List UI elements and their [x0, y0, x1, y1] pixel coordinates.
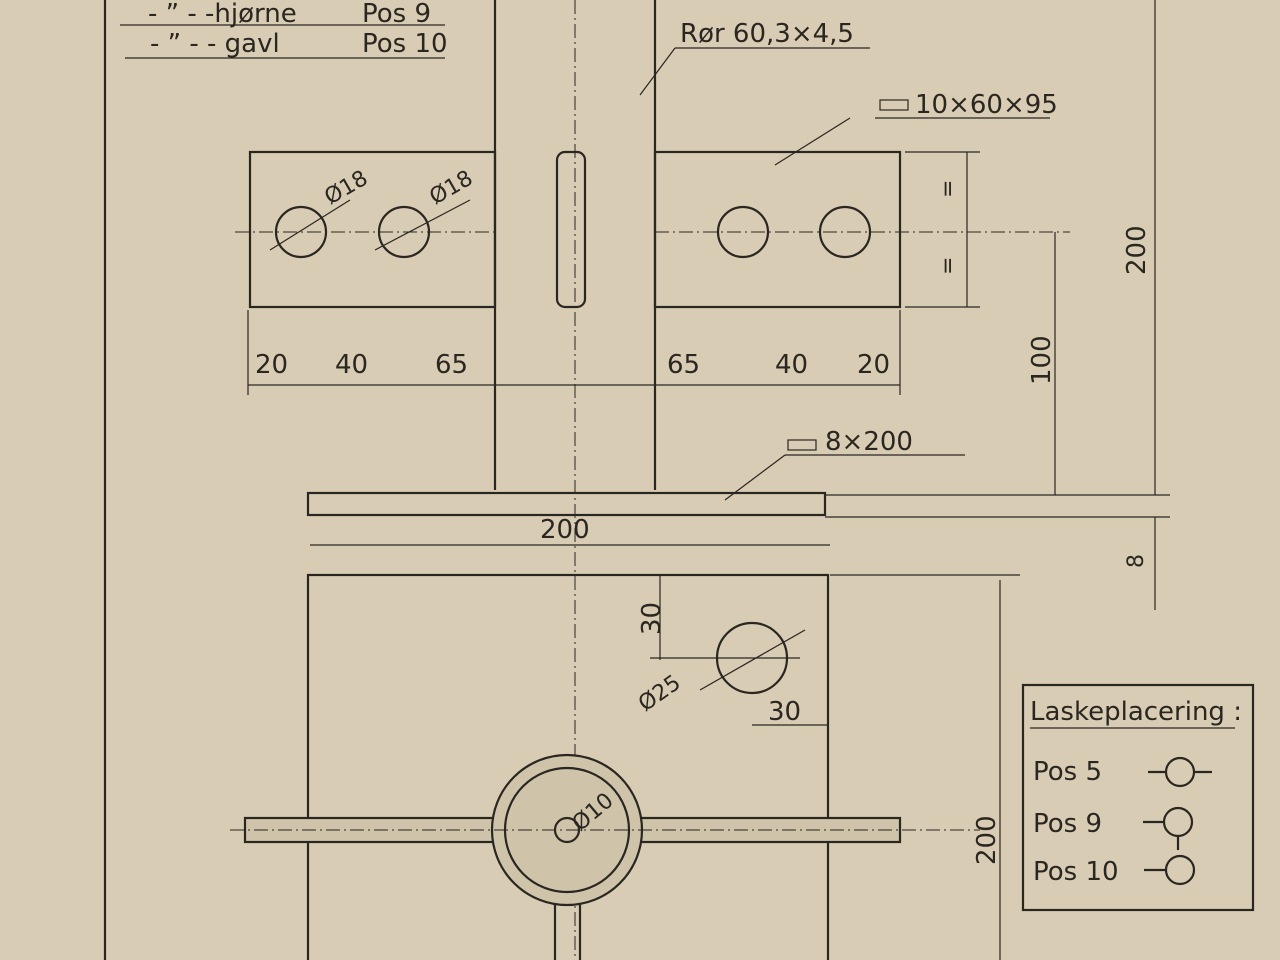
header-row2-pos: Pos 10	[362, 29, 448, 59]
header-table: - ” - -hjørne Pos 9 - ” - - gavl Pos 10	[120, 0, 448, 59]
base-plate-side: 8×200 200	[306, 427, 965, 546]
hole-left-2-label: Ø18	[426, 166, 478, 210]
dim-plate-depth: 200	[972, 815, 1002, 865]
header-row1-pos: Pos 9	[362, 0, 431, 29]
dim-plate-width: 200	[540, 515, 590, 545]
vertical-dimensions: = = 100 200 8	[825, 0, 1170, 610]
dim-equal-bottom: =	[936, 257, 961, 275]
pos5-symbol-icon	[1148, 756, 1212, 788]
header-row1-text: - ” - -hjørne	[148, 0, 297, 29]
left-flat-bar: Ø18 Ø18	[235, 150, 497, 309]
dim-plate-thickness: 8	[1124, 554, 1149, 568]
pos10-symbol-icon	[1144, 854, 1196, 886]
flat-bar-label: 10×60×95	[915, 90, 1058, 120]
dim-hole-offset-x: 30	[768, 697, 801, 727]
legend-title: Laskeplacering :	[1030, 697, 1242, 727]
pipe: Rør 60,3×4,5	[493, 0, 870, 960]
hole-base-label: Ø25	[634, 670, 685, 716]
dim-height-200: 200	[1122, 225, 1152, 275]
dim-right-65: 65	[667, 350, 700, 380]
dim-equal-top: =	[936, 180, 961, 198]
dim-hole-offset-y: 30	[637, 602, 667, 635]
dim-left-20: 20	[255, 350, 288, 380]
base-plate-label: 8×200	[825, 427, 913, 457]
hole-left-1-label: Ø18	[321, 166, 373, 210]
pipe-label: Rør 60,3×4,5	[680, 19, 854, 49]
dim-left-65: 65	[435, 350, 468, 380]
dim-right-40: 40	[775, 350, 808, 380]
base-plate-plan: 200 30 30 Ø25 Ø10	[230, 573, 1020, 960]
legend-item-label: Pos 10	[1033, 857, 1119, 887]
header-row2-text: - ” - - gavl	[150, 29, 280, 59]
right-flat-bar: 10×60×95	[653, 90, 1070, 309]
dim-height-100: 100	[1027, 335, 1057, 385]
dim-left-40: 40	[335, 350, 368, 380]
dim-right-20: 20	[857, 350, 890, 380]
horizontal-dimensions: 20 40 65 65 40 20	[247, 310, 901, 395]
pos9-symbol-icon	[1143, 806, 1194, 850]
legend-item-label: Pos 5	[1033, 757, 1102, 787]
legend-item-label: Pos 9	[1033, 809, 1102, 839]
legend-box: Laskeplacering : Pos 5 Pos 9 Pos 10	[1021, 683, 1255, 912]
